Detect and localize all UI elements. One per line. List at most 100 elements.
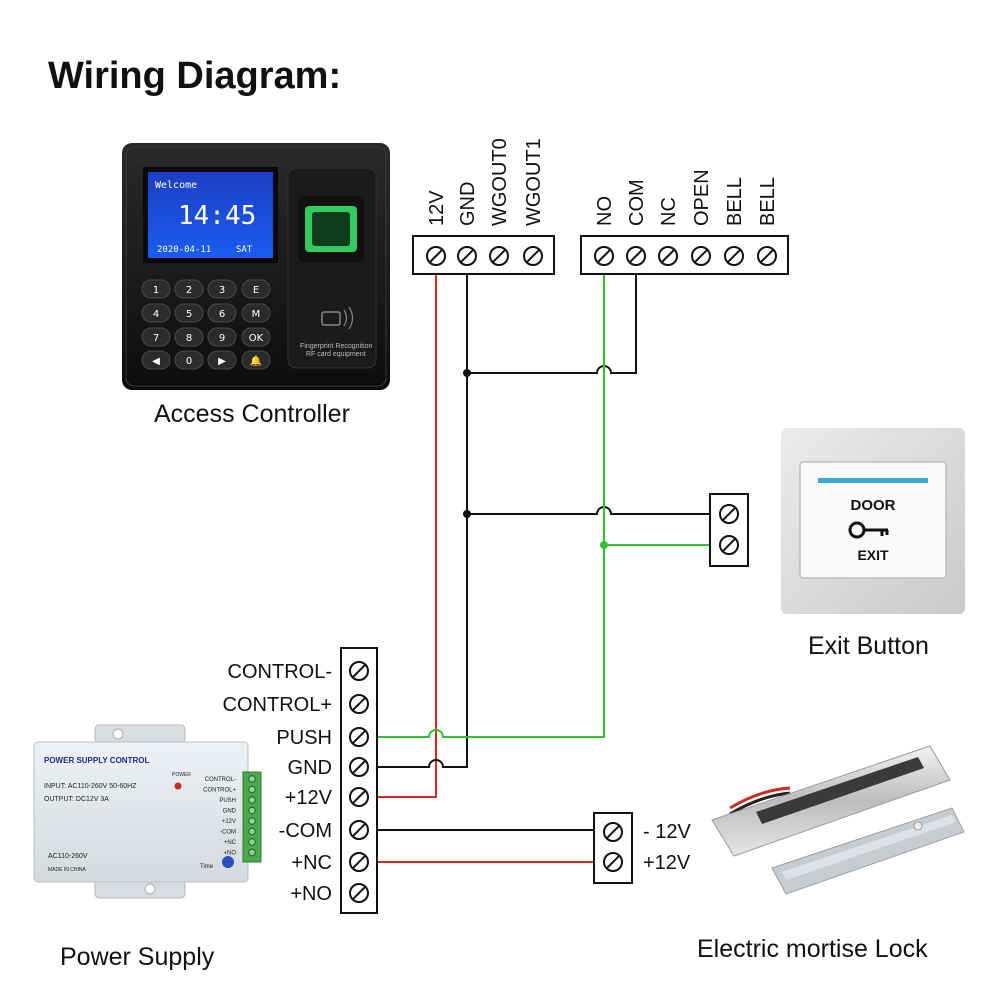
exit-button-text-top: DOOR [851,497,896,514]
keypad-key [174,303,204,323]
keypad-key-label: OK [249,333,264,344]
psu-terminal-label-3: GND [288,757,332,779]
keypad-key [141,279,171,299]
wire-black-exit [467,506,712,515]
screw-slot [351,789,367,805]
terminal-label-wgout1: WGOUT1 [523,138,545,226]
psu-green-screw [248,827,256,836]
wire-black-gnd [378,255,468,768]
terminal-label-gnd: GND [457,182,479,226]
screw-slot [596,248,612,264]
keypad-key [241,279,271,299]
psu-green-screw [248,775,256,783]
psu-device-term-label: +NC [224,840,237,846]
keypad-key [141,327,171,347]
power-led-icon [174,782,182,790]
terminal-label-wgout0: WGOUT0 [489,138,511,226]
screw-slot [759,248,775,264]
psu-device-term-label: CONTROL+ [203,788,236,794]
psu-green-screw [248,817,256,825]
psu-device-ac: AC110-260V [48,853,88,860]
psu-terminal-label-4: +12V [285,787,333,809]
time-knob-icon [222,856,234,868]
keypad-key-label: 6 [219,309,225,320]
keypad-key-label: 3 [219,285,225,296]
screw-slot [525,248,541,264]
keypad-key-label: 8 [186,333,192,344]
keypad-key [241,327,271,347]
psu-terminal-label-2: PUSH [276,727,332,749]
psu-terminal-label-0: CONTROL- [228,661,332,683]
wires [378,255,712,863]
screw-slot [428,248,444,264]
screw-slot [351,854,367,870]
electric-lock-label: Electric mortise Lock [697,935,928,963]
rf-card-icon [321,306,354,330]
psu-green-screw [248,806,256,815]
keypad-key [207,350,237,370]
wire-green-push [378,255,605,738]
keypad-key [174,279,204,299]
screw-slot [351,663,367,679]
electric-lock-device [711,745,965,895]
psu-device-term-label: GND [223,809,237,815]
screw-slot [693,248,709,264]
psu-green-screw [248,838,256,846]
junction-dot [463,510,471,518]
keypad-key [174,327,204,347]
screw-slot [459,248,475,264]
exit-button-terminal-block [709,493,749,567]
keypad-key-label: E [253,285,259,296]
exit-button-text-bottom: EXIT [857,547,889,563]
keypad-key-label: 5 [186,309,192,320]
terminal-label-nc-2: NC [658,197,680,226]
keypad-key-label: 1 [153,285,159,296]
keypad-key-label: 🔔 [250,355,262,367]
sensor-text-2: RF card equipment [306,351,366,358]
keypad-key [241,303,271,323]
keypad-key [207,279,237,299]
keypad-key-label: 7 [153,333,159,344]
keypad-key-label: ◀ [152,356,160,367]
psu-device-power: POWER [172,772,191,778]
psu-device-time: Time [200,864,214,870]
psu-device-term-label: CONTROL- [205,777,236,783]
psu-terminal-label-1: CONTROL+ [223,694,332,716]
lcd-time: 14:45 [178,201,256,231]
lcd-date: 2020-04-11 [157,245,211,255]
keypad-key-label: 4 [153,309,159,320]
keypad-key [141,303,171,323]
psu-terminal-label-5: -COM [279,820,332,842]
psu-device-output: OUTPUT: DC12V 3A [44,796,109,803]
sensor-text-1: Fingerprint Recognition [300,343,372,350]
keypad-key [207,303,237,323]
keypad-key [141,350,171,370]
keypad-key [174,350,204,370]
screw-slot [351,759,367,775]
psu-green-terminal [248,775,256,857]
screw-slot [605,854,621,870]
screw-slot [721,537,737,553]
screw-slot [351,885,367,901]
keypad-key-label: 0 [186,356,192,367]
screw-slot [605,824,621,840]
wire-black-com [467,255,637,374]
psu-device-made: MADE IN CHINA [48,867,86,873]
terminal-label-bell-4: BELL [724,177,746,226]
psu-device-term-label: -COM [220,830,236,836]
psu-green-screw [248,796,256,804]
terminal-label-bell-5: BELL [757,177,779,226]
lock-terminal-label-plus: +12V [643,852,691,874]
power-supply-device: POWER SUPPLY CONTROL INPUT: AC110-260V 5… [33,724,262,899]
lock-terminal-label-minus: - 12V [643,821,691,843]
terminal-label-no-0: NO [594,196,616,226]
screw-slot [726,248,742,264]
screw-slot [660,248,676,264]
lcd-welcome: Welcome [155,180,197,191]
keypad-key-label: 2 [186,285,192,296]
keypad-key [207,327,237,347]
